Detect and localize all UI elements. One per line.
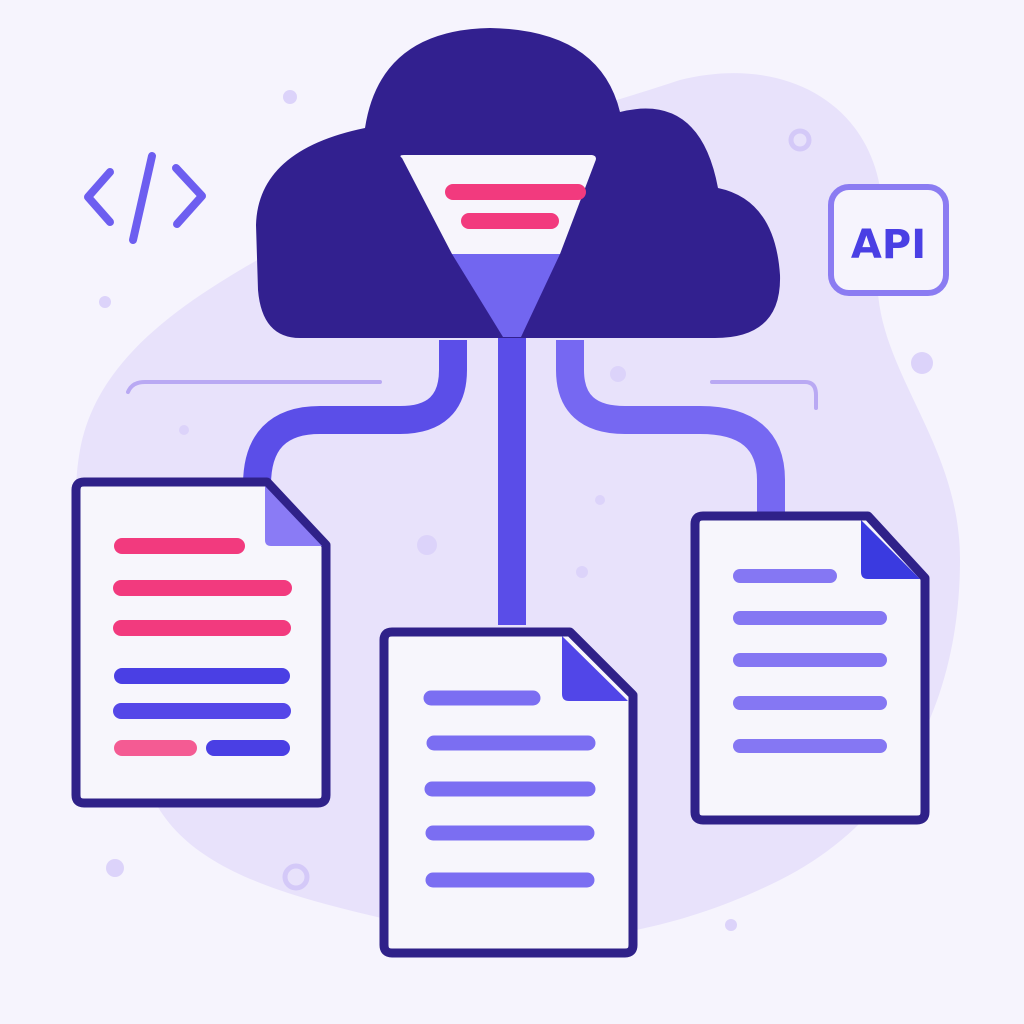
funnel-icon — [400, 155, 596, 337]
api-badge: API — [828, 184, 949, 296]
api-label: API — [851, 222, 926, 268]
decorative-dots — [99, 90, 933, 931]
connector-pipes — [243, 320, 785, 625]
center-document — [379, 627, 638, 958]
decorative-rings — [282, 128, 812, 891]
left-document — [71, 477, 331, 808]
code-icon — [84, 152, 206, 244]
accent-lines — [126, 380, 818, 410]
right-document — [690, 511, 930, 825]
